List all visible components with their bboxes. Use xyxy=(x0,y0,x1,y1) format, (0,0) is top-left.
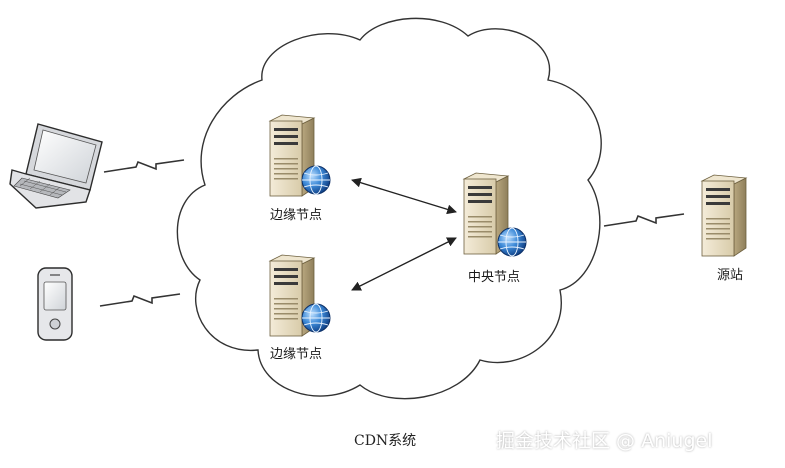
globe-icon xyxy=(301,165,331,195)
edge-node-top-label: 边缘节点 xyxy=(270,208,323,223)
mobile-phone-icon xyxy=(37,267,73,341)
watermark: 掘金技术社区 @ Aniugel xyxy=(496,430,713,452)
cdn-cloud xyxy=(176,17,602,400)
wireless-link-icon xyxy=(103,159,185,173)
edge-node-bottom-label: 边缘节点 xyxy=(270,347,323,362)
globe-icon xyxy=(497,227,527,257)
edge-top-central-link xyxy=(351,177,457,215)
globe-icon xyxy=(301,303,331,333)
origin-server xyxy=(701,174,747,257)
origin-label: 源站 xyxy=(717,268,744,283)
edge-bottom-central-link xyxy=(351,237,457,291)
central-node-label: 中央节点 xyxy=(468,270,521,285)
cdn-system-caption: CDN系统 xyxy=(354,433,417,449)
wireless-link-icon xyxy=(99,293,181,307)
wireless-link-icon xyxy=(603,213,685,227)
laptop-icon xyxy=(9,123,103,209)
